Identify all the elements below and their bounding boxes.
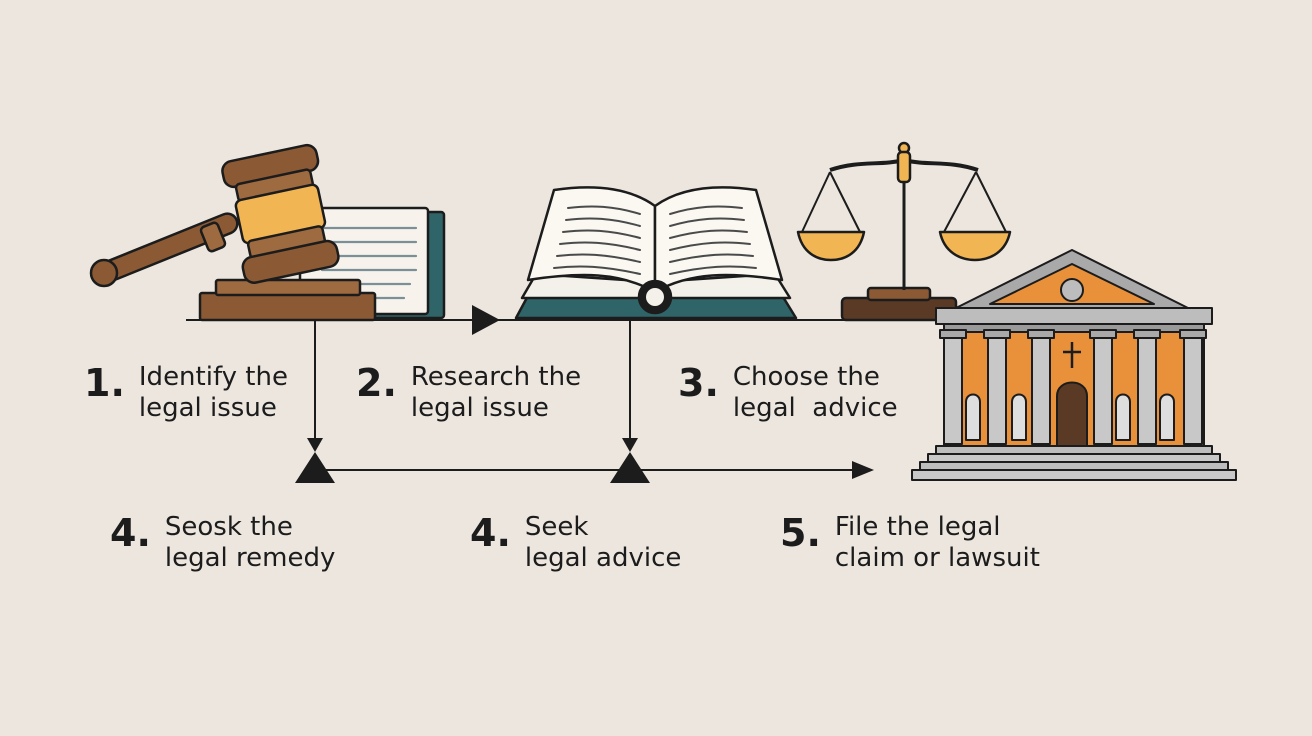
step-3-label: Choose the legal advice [733,362,898,424]
step-5: 5. File the legal claim or lawsuit [780,512,1040,574]
step-2-number: 2. [356,361,397,405]
step-3-number: 3. [678,361,719,405]
step-1: 1. Identify the legal issue [84,362,288,424]
step-3: 3. Choose the legal advice [678,362,898,424]
step-5-number: 5. [780,511,821,555]
step-4b-label-line2: legal advice [524,543,682,573]
step-3-label-line1: Choose the [732,362,880,392]
scales-of-justice-icon [796,141,1012,322]
arrow-right-top [472,305,500,335]
step-4a-label: Seosk the legal remedy [165,512,335,574]
step-4a: 4. Seosk the legal remedy [110,512,335,574]
step-1-label-line2: legal issue [138,393,277,423]
step-1-label-line1: Identify the [138,362,288,392]
step-4b-label-line1: Seek [524,512,589,542]
arrow-down-1 [307,438,323,452]
gavel-icon [89,143,377,322]
step-2-label-line2: legal issue [410,393,549,423]
step-5-label: File the legal claim or lawsuit [835,512,1040,574]
step-4a-label-line2: legal remedy [164,543,336,573]
step-2-label: Research the legal issue [411,362,581,424]
courthouse-icon [911,249,1237,481]
step-3-label-line2: legal advice [732,393,898,423]
step-4a-label-line1: Seosk the [164,512,293,542]
step-5-label-line1: File the legal [834,512,1001,542]
step-4b: 4. Seek legal advice [470,512,681,574]
arrow-down-2 [622,438,638,452]
arrow-right-bottom [852,461,874,479]
step-4b-label: Seek legal advice [525,512,681,574]
step-1-label: Identify the legal issue [139,362,288,424]
step-4a-number: 4. [110,511,151,555]
step-4b-number: 4. [470,511,511,555]
junction-marker-1 [295,452,335,483]
step-1-number: 1. [84,361,125,405]
junction-marker-2 [610,452,650,483]
open-book-icon [514,186,798,320]
step-2: 2. Research the legal issue [356,362,581,424]
step-2-label-line1: Research the [410,362,582,392]
step-5-label-line2: claim or lawsuit [834,543,1040,573]
